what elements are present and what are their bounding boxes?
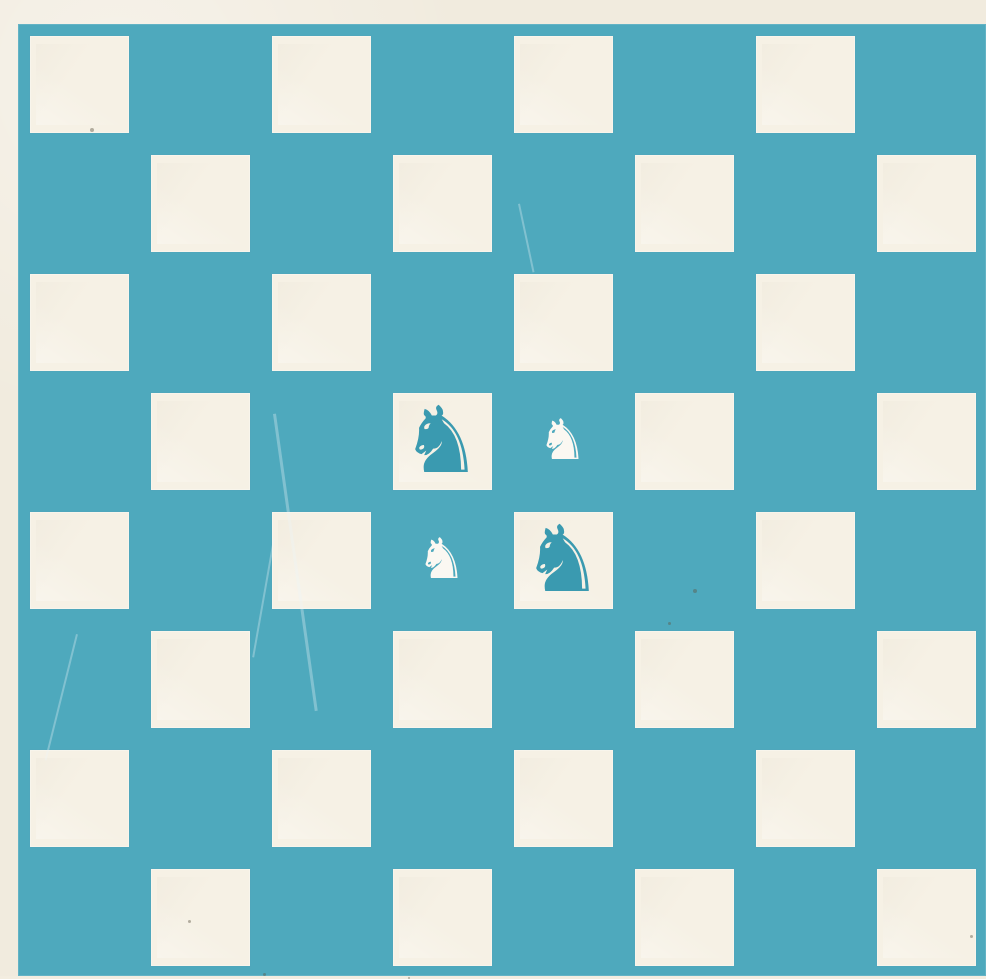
paper-scuff-2 bbox=[668, 622, 671, 625]
board-square-r2-c6[interactable] bbox=[744, 262, 865, 381]
board-square-r2-c4[interactable] bbox=[502, 262, 623, 381]
board-square-r0-c7[interactable] bbox=[865, 24, 986, 143]
board-square-r6-c4[interactable] bbox=[502, 738, 623, 857]
board-square-r2-c3[interactable] bbox=[381, 262, 502, 381]
board-square-r4-c6[interactable] bbox=[744, 500, 865, 619]
board-square-r3-c3[interactable]: ♞ bbox=[381, 381, 502, 500]
board-square-r7-c4[interactable] bbox=[502, 857, 623, 976]
board-square-r7-c3[interactable] bbox=[381, 857, 502, 976]
dark-knight-d5[interactable]: ♞ bbox=[400, 395, 482, 487]
board-square-r7-c7[interactable] bbox=[865, 857, 986, 976]
paper-scuff-6 bbox=[970, 935, 973, 938]
board-square-r5-c7[interactable] bbox=[865, 619, 986, 738]
board-square-r0-c4[interactable] bbox=[502, 24, 623, 143]
board-square-r1-c3[interactable] bbox=[381, 143, 502, 262]
board-square-r0-c6[interactable] bbox=[744, 24, 865, 143]
paper-scuff-0 bbox=[90, 128, 94, 132]
board-square-r5-c3[interactable] bbox=[381, 619, 502, 738]
board-square-r7-c5[interactable] bbox=[623, 857, 744, 976]
board-square-r5-c5[interactable] bbox=[623, 619, 744, 738]
board-square-r7-c1[interactable] bbox=[139, 857, 260, 976]
board-square-r4-c0[interactable] bbox=[18, 500, 139, 619]
board-square-r4-c3[interactable]: ♞ bbox=[381, 500, 502, 619]
board-square-r1-c2[interactable] bbox=[260, 143, 381, 262]
board-square-r0-c2[interactable] bbox=[260, 24, 381, 143]
light-knight-e5[interactable]: ♞ bbox=[537, 413, 587, 469]
board-square-r2-c5[interactable] bbox=[623, 262, 744, 381]
board-square-r4-c2[interactable] bbox=[260, 500, 381, 619]
board-square-r3-c1[interactable] bbox=[139, 381, 260, 500]
board-square-r2-c1[interactable] bbox=[139, 262, 260, 381]
board-square-r3-c7[interactable] bbox=[865, 381, 986, 500]
board-square-r6-c1[interactable] bbox=[139, 738, 260, 857]
board-square-r2-c2[interactable] bbox=[260, 262, 381, 381]
board-square-r6-c2[interactable] bbox=[260, 738, 381, 857]
dark-knight-e4[interactable]: ♞ bbox=[521, 514, 603, 606]
board-square-r0-c0[interactable] bbox=[18, 24, 139, 143]
chess-board[interactable]: ♞ ♞ ♞ ♞ bbox=[18, 24, 986, 976]
board-square-r0-c3[interactable] bbox=[381, 24, 502, 143]
board-square-r3-c5[interactable] bbox=[623, 381, 744, 500]
board-square-r4-c1[interactable] bbox=[139, 500, 260, 619]
board-square-r1-c7[interactable] bbox=[865, 143, 986, 262]
board-square-r5-c6[interactable] bbox=[744, 619, 865, 738]
board-square-r7-c0[interactable] bbox=[18, 857, 139, 976]
board-square-r1-c0[interactable] bbox=[18, 143, 139, 262]
board-square-r6-c7[interactable] bbox=[865, 738, 986, 857]
board-square-r3-c0[interactable] bbox=[18, 381, 139, 500]
board-square-r2-c0[interactable] bbox=[18, 262, 139, 381]
board-square-r5-c2[interactable] bbox=[260, 619, 381, 738]
chess-board-frame: ♞ ♞ ♞ ♞ bbox=[18, 24, 986, 976]
board-square-r1-c1[interactable] bbox=[139, 143, 260, 262]
board-square-r6-c5[interactable] bbox=[623, 738, 744, 857]
paper-scuff-1 bbox=[693, 589, 697, 593]
board-square-r3-c4[interactable]: ♞ bbox=[502, 381, 623, 500]
board-square-r6-c3[interactable] bbox=[381, 738, 502, 857]
board-square-r1-c5[interactable] bbox=[623, 143, 744, 262]
board-square-r1-c4[interactable] bbox=[502, 143, 623, 262]
board-square-r4-c7[interactable] bbox=[865, 500, 986, 619]
board-square-r1-c6[interactable] bbox=[744, 143, 865, 262]
board-square-r6-c6[interactable] bbox=[744, 738, 865, 857]
board-square-r3-c6[interactable] bbox=[744, 381, 865, 500]
board-square-r7-c6[interactable] bbox=[744, 857, 865, 976]
board-square-r5-c1[interactable] bbox=[139, 619, 260, 738]
board-square-r2-c7[interactable] bbox=[865, 262, 986, 381]
board-square-r4-c5[interactable] bbox=[623, 500, 744, 619]
board-square-r5-c4[interactable] bbox=[502, 619, 623, 738]
paper-scuff-3 bbox=[188, 920, 191, 923]
board-square-r7-c2[interactable] bbox=[260, 857, 381, 976]
board-square-r4-c4[interactable]: ♞ bbox=[502, 500, 623, 619]
light-knight-d4[interactable]: ♞ bbox=[416, 532, 466, 588]
board-square-r0-c1[interactable] bbox=[139, 24, 260, 143]
board-square-r5-c0[interactable] bbox=[18, 619, 139, 738]
board-square-r6-c0[interactable] bbox=[18, 738, 139, 857]
board-square-r0-c5[interactable] bbox=[623, 24, 744, 143]
